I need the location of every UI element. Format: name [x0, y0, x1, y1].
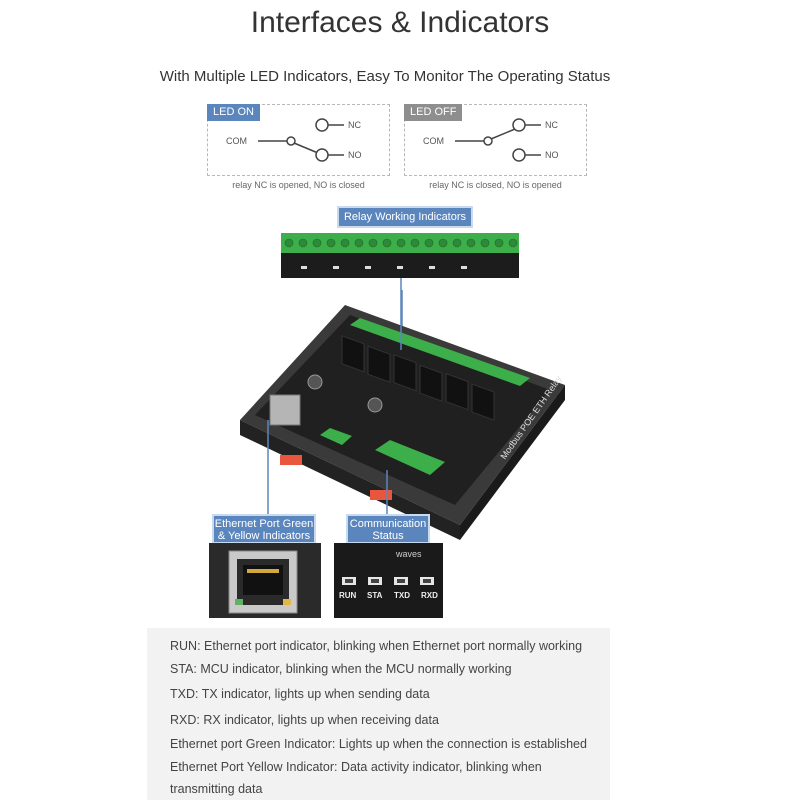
indicator-descriptions: RUN: Ethernet port indicator, blinking w…: [147, 628, 610, 800]
led-on-tag: LED ON: [207, 104, 260, 121]
led-on-no-label: NO: [348, 150, 362, 160]
page-subtitle: With Multiple LED Indicators, Easy To Mo…: [159, 68, 611, 85]
ethernet-port-photo: [209, 543, 321, 618]
indicator-eth-green: Ethernet port Green Indicator: Lights up…: [170, 737, 587, 751]
com-callout-line1: Communication: [349, 518, 427, 530]
indicator-rxd: RXD: RX indicator, lights up when receiv…: [170, 713, 439, 727]
led-on-switch-icon: [258, 118, 344, 162]
ethernet-indicators-callout: Ethernet Port Green & Yellow Indicators: [212, 514, 316, 544]
relay-indicators-callout: Relay Working Indicators: [337, 206, 473, 228]
indicator-eth-yellow: Ethernet Port Yellow Indicator: Data act…: [170, 760, 542, 774]
indicator-txd: TXD: TX indicator, lights up when sendin…: [170, 687, 430, 701]
page-title: Interfaces & Indicators: [250, 6, 550, 39]
txd-label: TXD: [394, 591, 410, 600]
brand-label: waves: [396, 549, 422, 559]
indicator-run: RUN: Ethernet port indicator, blinking w…: [170, 639, 583, 653]
terminal-strip-photo: [281, 233, 519, 278]
ethernet-callout-line2: & Yellow Indicators: [217, 530, 311, 542]
led-on-caption: relay NC is opened, NO is closed: [232, 180, 365, 190]
led-on-com-label: COM: [226, 136, 247, 146]
run-label: RUN: [339, 591, 357, 600]
led-off-diagram: LED OFF COM NC NO: [404, 104, 587, 176]
led-on-diagram: LED ON COM NC NO: [207, 104, 390, 176]
rxd-label: RXD: [421, 591, 438, 600]
led-off-tag: LED OFF: [404, 104, 463, 121]
led-off-switch-icon: [455, 118, 541, 162]
indicator-sta: STA: MCU indicator, blinking when the MC…: [170, 662, 512, 676]
led-off-nc-label: NC: [545, 120, 558, 130]
status-led-photo: waves RUN STA TXD RXD: [334, 543, 443, 618]
ethernet-callout-line1: Ethernet Port Green: [214, 518, 314, 530]
relay-board-photo: Modbus POE ETH Relay: [240, 290, 565, 540]
communication-indicators-callout: Communication Status Indicators: [346, 514, 430, 554]
led-off-caption: relay NC is closed, NO is opened: [429, 180, 562, 190]
led-on-nc-label: NC: [348, 120, 361, 130]
indicator-eth-yellow-cont: transmitting data: [170, 782, 263, 796]
sta-label: STA: [367, 591, 383, 600]
led-off-no-label: NO: [545, 150, 559, 160]
led-off-com-label: COM: [423, 136, 444, 146]
